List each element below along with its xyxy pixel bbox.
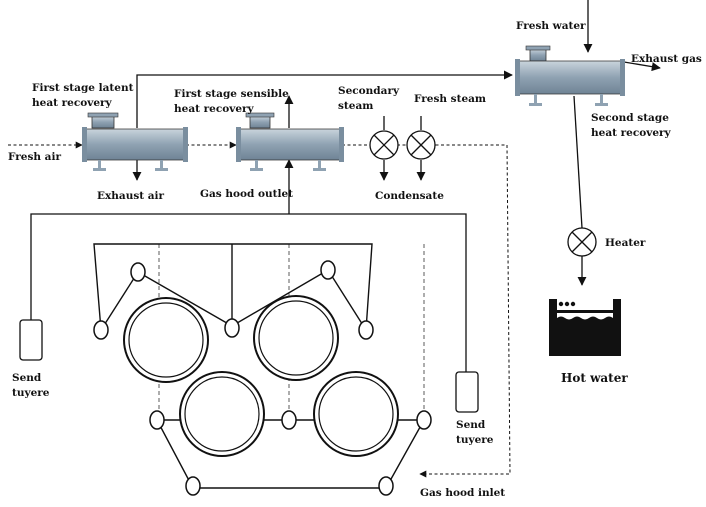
label-send-tuyere-right-2: tuyere xyxy=(456,434,494,446)
label-gas-hood-inlet: Gas hood inlet xyxy=(420,487,505,499)
tuyere-left xyxy=(19,319,43,361)
label-secondary-steam-1: Secondary xyxy=(338,85,400,97)
guide-roll xyxy=(130,262,146,282)
hot-water-pipe-1 xyxy=(573,95,583,229)
drying-cylinder xyxy=(313,371,399,457)
tuyere-supply-right xyxy=(289,213,467,372)
drying-cylinder xyxy=(179,371,265,457)
dryer-section xyxy=(93,243,432,496)
guide-roll xyxy=(93,320,109,340)
tuyere-right xyxy=(455,371,479,413)
guide-roll xyxy=(149,410,165,430)
label-condensate: Condensate xyxy=(375,190,444,202)
label-hot-water: Hot water xyxy=(561,371,628,385)
guide-roll xyxy=(320,260,336,280)
guide-roll xyxy=(224,318,240,338)
label-send-tuyere-right-1: Send xyxy=(456,419,486,431)
felt-wrap xyxy=(137,271,233,327)
label-exhaust-gas: Exhaust gas xyxy=(631,53,702,65)
guide-roll xyxy=(281,410,297,430)
felt-wrap xyxy=(327,269,367,331)
label-first-sensible-2: heat recovery xyxy=(174,103,255,115)
felt-wrap xyxy=(231,269,329,327)
drying-cylinder xyxy=(253,295,339,381)
label-exhaust-air: Exhaust air xyxy=(97,190,165,202)
guide-roll xyxy=(378,476,394,496)
guide-roll xyxy=(358,320,374,340)
label-heater: Heater xyxy=(605,237,646,249)
top-felt xyxy=(93,243,373,331)
bottom-felt xyxy=(156,419,425,489)
exhaust-gas-pipe xyxy=(136,70,513,128)
label-send-tuyere-left-2: tuyere xyxy=(12,387,50,399)
label-send-tuyere-left-1: Send xyxy=(12,372,42,384)
fresh-steam-valve xyxy=(406,130,436,160)
secondary-steam-valve xyxy=(369,130,399,160)
first-stage-sensible-exchanger xyxy=(236,112,344,171)
hot-water-tank-icon xyxy=(549,299,621,356)
label-first-latent-1: First stage latent xyxy=(32,82,134,94)
felt-wrap xyxy=(100,271,139,331)
label-fresh-water: Fresh water xyxy=(516,20,586,32)
heater-valve xyxy=(567,227,597,257)
exhaust-gas-outlet-pipe xyxy=(623,61,661,72)
second-stage-exchanger xyxy=(515,45,625,106)
label-secondary-steam-2: steam xyxy=(338,100,373,112)
label-fresh-steam: Fresh steam xyxy=(414,93,486,105)
first-stage-latent-exchanger xyxy=(82,112,188,171)
label-second-stage-1: Second stage xyxy=(591,112,669,124)
label-fresh-air: Fresh air xyxy=(8,151,61,163)
drying-cylinder xyxy=(123,297,209,383)
label-first-sensible-1: First stage sensible xyxy=(174,88,289,100)
label-gas-hood-outlet: Gas hood outlet xyxy=(200,188,293,200)
guide-roll xyxy=(185,476,201,496)
tuyere-supply-left xyxy=(30,213,289,320)
label-first-latent-2: heat recovery xyxy=(32,97,113,109)
guide-roll xyxy=(416,410,432,430)
label-second-stage-2: heat recovery xyxy=(591,127,672,139)
